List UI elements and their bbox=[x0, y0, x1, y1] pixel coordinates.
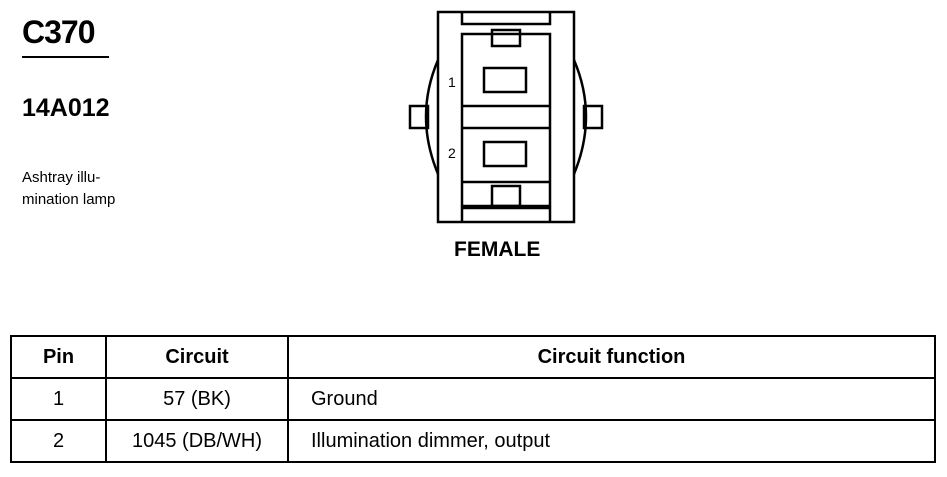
circuit-cell: 57 (BK) bbox=[105, 377, 289, 421]
circuit-cell: 1045 (DB/WH) bbox=[105, 419, 289, 463]
top-latch-tab bbox=[490, 28, 522, 48]
right-curved-wall bbox=[572, 59, 588, 175]
table-row: 2 1045 (DB/WH) Illumination dimmer, outp… bbox=[10, 419, 936, 463]
top-latch bbox=[460, 12, 552, 26]
connector-face-diagram: 1 2 bbox=[408, 10, 604, 224]
left-curved-wall bbox=[424, 59, 440, 175]
housing-outline bbox=[436, 10, 576, 224]
function-cell: Ground bbox=[287, 377, 936, 421]
connector-id: C370 bbox=[22, 14, 95, 50]
connector-id-underline bbox=[22, 56, 109, 58]
cavity-2 bbox=[482, 140, 528, 168]
right-key bbox=[582, 104, 604, 130]
left-key bbox=[408, 104, 430, 130]
part-number: 14A012 bbox=[22, 94, 110, 122]
header-circuit-function: Circuit function bbox=[287, 335, 936, 379]
header-pin: Pin bbox=[10, 335, 107, 379]
header-circuit: Circuit bbox=[105, 335, 289, 379]
bottom-latch bbox=[460, 206, 552, 222]
description-line-1: Ashtray illu- bbox=[22, 169, 101, 186]
function-cell: Illumination dimmer, output bbox=[287, 419, 936, 463]
cavity-label-2: 2 bbox=[448, 145, 456, 161]
table-row: 1 57 (BK) Ground bbox=[10, 377, 936, 421]
pin-table: Pin Circuit Circuit function 1 57 (BK) G… bbox=[10, 335, 936, 463]
pin-cell: 1 bbox=[10, 377, 107, 421]
bottom-latch-tab bbox=[490, 184, 522, 208]
cavity-label-1: 1 bbox=[448, 74, 456, 90]
pin-cell: 2 bbox=[10, 419, 107, 463]
table-header-row: Pin Circuit Circuit function bbox=[10, 335, 936, 379]
cavity-1 bbox=[482, 66, 528, 94]
inner-body bbox=[460, 32, 552, 208]
description-line-2: mination lamp bbox=[22, 191, 116, 208]
connector-gender-label: FEMALE bbox=[454, 238, 541, 261]
connector-description: Ashtray illu- mination lamp bbox=[22, 167, 142, 211]
